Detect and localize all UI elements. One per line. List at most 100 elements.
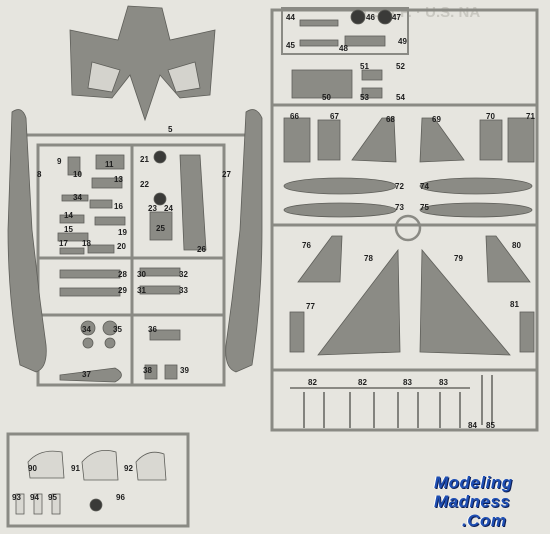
part-number-17: 17 bbox=[59, 239, 68, 248]
part-number-15: 15 bbox=[64, 225, 73, 234]
part-number-26: 26 bbox=[197, 245, 206, 254]
part-number-70: 70 bbox=[486, 112, 495, 121]
part-number-72: 72 bbox=[395, 182, 404, 191]
part-number-94: 94 bbox=[30, 493, 39, 502]
part-number-90: 90 bbox=[28, 464, 37, 473]
part-number-47: 47 bbox=[392, 13, 401, 22]
part-number-81: 81 bbox=[510, 300, 519, 309]
part-number-73: 73 bbox=[395, 203, 404, 212]
part-27-fuselage-half bbox=[225, 109, 263, 373]
part-number-85: 85 bbox=[486, 421, 495, 430]
part-75-fuel-tank bbox=[419, 202, 533, 218]
right-sprue-frame bbox=[270, 8, 539, 432]
part-number-71: 71 bbox=[526, 112, 535, 121]
part-number-5: 5 bbox=[168, 125, 173, 134]
part-number-30: 30 bbox=[137, 270, 146, 279]
missile-rack bbox=[290, 375, 493, 428]
part-number-77: 77 bbox=[306, 302, 315, 311]
part-73-fuel-tank bbox=[283, 202, 397, 218]
part-number-35: 35 bbox=[113, 325, 122, 334]
part-number-51: 51 bbox=[360, 62, 369, 71]
part-number-21: 21 bbox=[140, 155, 149, 164]
part-number-50: 50 bbox=[322, 93, 331, 102]
part-number-39: 39 bbox=[180, 366, 189, 375]
part-number-83b: 83 bbox=[439, 378, 448, 387]
part-number-32: 32 bbox=[179, 270, 188, 279]
part-number-75: 75 bbox=[420, 203, 429, 212]
part-number-36: 36 bbox=[148, 325, 157, 334]
part-number-16: 16 bbox=[114, 202, 123, 211]
part-number-9: 9 bbox=[57, 157, 62, 166]
part-number-49: 49 bbox=[398, 37, 407, 46]
part-number-68: 68 bbox=[386, 115, 395, 124]
part-number-8: 8 bbox=[37, 170, 42, 179]
part-number-20: 20 bbox=[117, 242, 126, 251]
part-number-95: 95 bbox=[48, 493, 57, 502]
part-number-23: 23 bbox=[148, 204, 157, 213]
part-8-fuselage-half bbox=[7, 109, 47, 373]
part-number-11: 11 bbox=[105, 160, 114, 169]
part-68-stabilizer bbox=[351, 117, 397, 163]
part-number-37: 37 bbox=[82, 370, 91, 379]
part-number-14: 14 bbox=[64, 211, 73, 220]
canopy-sprue-frame bbox=[6, 432, 190, 528]
part-number-28: 28 bbox=[118, 270, 127, 279]
part-number-46: 46 bbox=[366, 13, 375, 22]
part-number-38: 38 bbox=[143, 366, 152, 375]
logo-line-1: Modeling bbox=[434, 473, 513, 492]
part-69-stabilizer bbox=[419, 117, 465, 163]
logo-line-2: Madness bbox=[434, 492, 511, 511]
part-80-fin bbox=[485, 235, 531, 283]
part-number-48: 48 bbox=[339, 44, 348, 53]
part-number-19: 19 bbox=[118, 228, 127, 237]
part-number-69: 69 bbox=[432, 115, 441, 124]
part-number-33: 33 bbox=[179, 286, 188, 295]
part-number-84: 84 bbox=[468, 421, 477, 430]
part-number-93: 93 bbox=[12, 493, 21, 502]
part-number-83a: 83 bbox=[403, 378, 412, 387]
part-number-10: 10 bbox=[73, 170, 82, 179]
part-number-25: 25 bbox=[156, 224, 165, 233]
part-number-74: 74 bbox=[420, 182, 429, 191]
part-number-18: 18 bbox=[82, 239, 91, 248]
part-number-91: 91 bbox=[71, 464, 80, 473]
part-76-fin bbox=[297, 235, 343, 283]
part-number-34: 34 bbox=[73, 193, 82, 202]
part-number-82a: 82 bbox=[308, 378, 317, 387]
part-number-53: 53 bbox=[360, 93, 369, 102]
part-92-canopy bbox=[135, 451, 167, 481]
part-90-canopy bbox=[27, 450, 65, 479]
modeling-madness-logo: Modeling Madness .Com bbox=[434, 471, 550, 534]
left-sprue-frame bbox=[12, 133, 262, 387]
part-number-27: 27 bbox=[222, 170, 231, 179]
part-number-45: 45 bbox=[286, 41, 295, 50]
part-number-80: 80 bbox=[512, 241, 521, 250]
part-78-wing bbox=[317, 248, 401, 356]
part-number-76: 76 bbox=[302, 241, 311, 250]
part-number-22: 22 bbox=[140, 180, 149, 189]
part-number-52: 52 bbox=[396, 62, 405, 71]
part-number-44: 44 bbox=[286, 13, 295, 22]
part-number-92: 92 bbox=[124, 464, 133, 473]
part-number-78: 78 bbox=[364, 254, 373, 263]
part-number-67: 67 bbox=[330, 112, 339, 121]
part-number-82b: 82 bbox=[358, 378, 367, 387]
part-number-24: 24 bbox=[164, 204, 173, 213]
part-number-54: 54 bbox=[396, 93, 405, 102]
part-26-cockpit-tub bbox=[179, 154, 207, 251]
logo-line-3: .Com bbox=[462, 511, 507, 530]
part-91-canopy bbox=[81, 449, 119, 481]
part-72-fuel-tank bbox=[283, 177, 397, 195]
part-number-13: 13 bbox=[114, 175, 123, 184]
part-number-29: 29 bbox=[118, 286, 127, 295]
part-79-wing bbox=[419, 248, 511, 356]
part-74-fuel-tank bbox=[419, 177, 533, 195]
part-number-79: 79 bbox=[454, 254, 463, 263]
part-number-66: 66 bbox=[290, 112, 299, 121]
part-number-96: 96 bbox=[116, 493, 125, 502]
part-37-nose-cone bbox=[59, 367, 122, 383]
part-number-31: 31 bbox=[137, 286, 146, 295]
part-number-34b: 34 bbox=[82, 325, 91, 334]
